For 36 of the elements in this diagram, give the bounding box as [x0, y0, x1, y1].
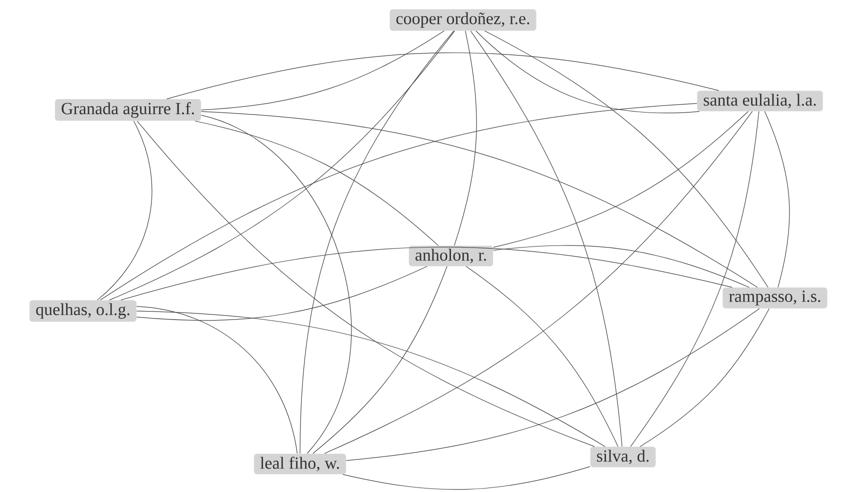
link-curve [476, 30, 700, 114]
link-curve [200, 114, 352, 454]
link-curve [136, 310, 606, 447]
link-curve [324, 111, 753, 454]
link-curve [120, 246, 732, 300]
link-curve [764, 111, 790, 288]
name-label: Granada aguirre I.f. [55, 99, 202, 121]
link-curve [342, 466, 590, 490]
link-curve [470, 30, 622, 447]
link-curve [630, 111, 760, 447]
link-curve [109, 30, 455, 300]
link-curve [200, 111, 758, 288]
link-curve [493, 111, 749, 248]
link-curve [136, 306, 298, 454]
name-label: cooper ordoñez, r.e. [390, 9, 536, 31]
link-curve [300, 30, 454, 454]
name-label: quelhas, o.l.g. [30, 300, 136, 322]
link-curve [166, 52, 720, 100]
link-curve [100, 103, 698, 300]
name-label: anholon, r. [408, 246, 494, 266]
link-curve [493, 245, 750, 288]
name-label: leal fiho, w. [254, 454, 346, 474]
name-label: silva, d. [590, 446, 656, 468]
link-curve [136, 120, 595, 447]
name-label: santa eulalia, l.a. [697, 90, 823, 112]
link-curve [312, 266, 448, 454]
name-label: rampasso, i.s. [722, 288, 828, 308]
link-curve [346, 308, 760, 461]
link-curve [97, 120, 152, 300]
link-curve [484, 30, 768, 288]
link-curve [640, 308, 770, 447]
link-curve [454, 30, 477, 246]
link-curve [466, 266, 618, 447]
link-curve [200, 30, 444, 110]
link-curve [136, 266, 428, 321]
link-curve [194, 120, 439, 246]
